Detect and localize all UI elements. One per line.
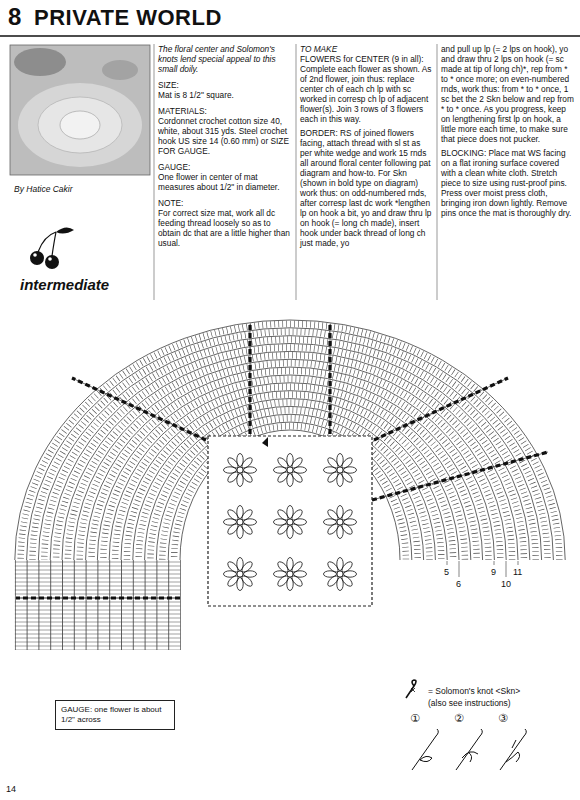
column-rule bbox=[154, 44, 155, 300]
skill-level: intermediate bbox=[20, 276, 109, 293]
body-text: One flower in center of mat measures abo… bbox=[158, 172, 292, 192]
round-number: 6 bbox=[456, 579, 461, 589]
round-number: 9 bbox=[491, 567, 496, 577]
text-column: TO MAKEFLOWERS for CENTER (9 in all): Co… bbox=[300, 44, 433, 248]
floral-center bbox=[208, 436, 372, 606]
leader-lines bbox=[447, 561, 518, 577]
solomon-knot-symbol bbox=[406, 680, 416, 698]
title-rule bbox=[0, 35, 580, 37]
section-heading: NOTE: bbox=[158, 198, 292, 208]
body-text: FLOWERS for CENTER (9 in all): Complete … bbox=[300, 54, 433, 124]
cherry-icon bbox=[30, 227, 74, 269]
page-title: PRIVATE WORLD bbox=[34, 5, 222, 31]
round-number: 5 bbox=[444, 567, 449, 577]
legend-note: (also see instructions) bbox=[428, 698, 511, 708]
hook-steps bbox=[412, 729, 526, 770]
section-heading: MATERIALS: bbox=[158, 106, 292, 116]
column-rule bbox=[296, 44, 297, 300]
section-heading: SIZE: bbox=[158, 80, 292, 90]
text-column: The floral center and Solomon's knots le… bbox=[158, 44, 292, 248]
body-text: Mat is 8 1/2" square. bbox=[158, 90, 292, 100]
body-text: For correct size mat, work all dc feedin… bbox=[158, 208, 292, 248]
body-text: Cordonnet crochet cotton size 40, white,… bbox=[158, 116, 292, 156]
legend-text: = Solomon's knot <Skn> bbox=[428, 686, 520, 696]
step-number: ③ bbox=[498, 712, 508, 725]
step-number: ① bbox=[410, 712, 420, 725]
border-rounds bbox=[15, 320, 565, 560]
box-text: GAUGE: one flower is about 1/2" across bbox=[61, 705, 169, 725]
step-number: ② bbox=[454, 712, 464, 725]
page-number: 14 bbox=[6, 784, 16, 794]
body-text: BLOCKING: Place mat WS facing on a flat … bbox=[441, 148, 575, 218]
section-heading: TO MAKE bbox=[300, 44, 433, 54]
column-rule bbox=[437, 44, 438, 300]
section-heading: GAUGE: bbox=[158, 162, 292, 172]
round-number: 10 bbox=[501, 579, 511, 589]
designer-credit: By Hatice Cakir bbox=[14, 184, 73, 194]
text-column: and pull up lp (= 2 lps on hook), yo and… bbox=[441, 44, 575, 218]
intro-text: The floral center and Solomon's knots le… bbox=[158, 44, 292, 74]
border-rows-left bbox=[15, 560, 181, 650]
round-number: 11 bbox=[513, 567, 522, 577]
doily-photo bbox=[10, 45, 150, 175]
pattern-number: 8 bbox=[8, 3, 21, 31]
gauge-box: GAUGE: one flower is about 1/2" across bbox=[55, 700, 175, 730]
body-text: BORDER: RS of joined flowers facing, att… bbox=[300, 128, 433, 248]
body-text: and pull up lp (= 2 lps on hook), yo and… bbox=[441, 44, 575, 144]
